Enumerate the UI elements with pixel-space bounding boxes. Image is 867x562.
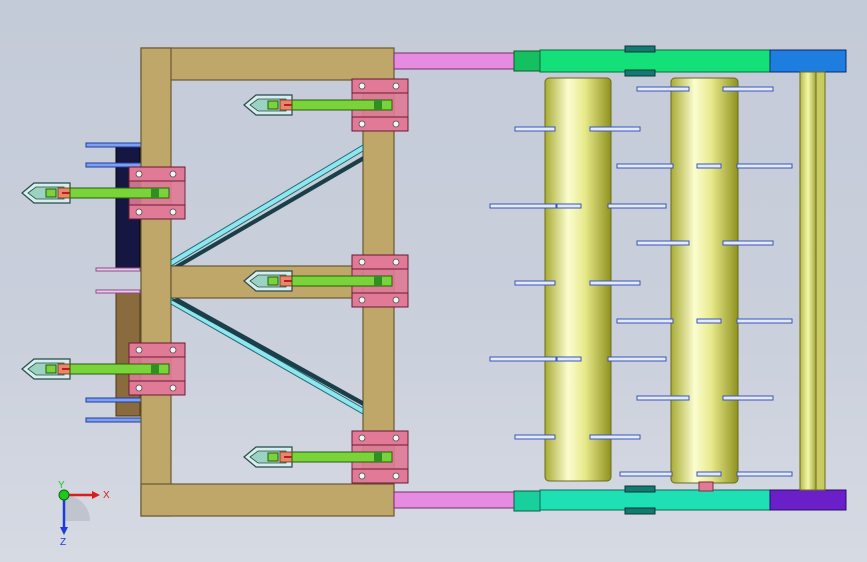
roller-blade	[636, 240, 690, 246]
roller-left	[544, 77, 612, 482]
roller-shaft	[698, 481, 714, 492]
bolt-hole-icon	[358, 82, 366, 90]
roller-blade	[589, 126, 641, 132]
roller-blade	[616, 163, 674, 169]
bolt-hole-icon	[392, 434, 400, 442]
roller-blade	[696, 163, 722, 169]
roller-blade	[607, 203, 667, 209]
bolt-hole-icon	[358, 296, 366, 304]
roller-blade	[636, 395, 690, 401]
roller-blade	[489, 356, 557, 362]
roller-blade	[514, 280, 556, 286]
tine-assembly	[21, 166, 186, 220]
roller-blade	[514, 126, 556, 132]
bolt-hole-icon	[392, 120, 400, 128]
roller-blade	[636, 86, 690, 92]
diagonal-braces	[170, 144, 364, 415]
tine-assemblies	[21, 78, 409, 484]
bolt-hole-icon	[358, 258, 366, 266]
tine-assembly	[21, 342, 186, 396]
bottom-pink-link	[393, 491, 517, 509]
roller-blade	[616, 318, 674, 324]
bolt-hole-icon	[358, 472, 366, 480]
bolt-hole-icon	[358, 120, 366, 128]
bottom-roller-beam	[513, 485, 847, 515]
bolt-hole-icon	[135, 170, 143, 178]
bolt-hole-icon	[392, 82, 400, 90]
bolt-hole-icon	[135, 346, 143, 354]
z-axis-label: Z	[60, 537, 66, 548]
roller-blade	[489, 203, 557, 209]
bolt-hole-icon	[392, 296, 400, 304]
roller-blade	[607, 356, 667, 362]
tine-assembly	[243, 78, 409, 132]
roller-blade	[619, 471, 673, 477]
roller-blade	[736, 471, 793, 477]
right-posts	[799, 71, 826, 491]
top-pink-link	[393, 52, 517, 70]
z-arrow-head-icon	[60, 527, 68, 535]
roller-blade	[696, 471, 722, 477]
bolt-hole-icon	[135, 384, 143, 392]
roller-blade	[556, 203, 582, 209]
main-frame	[140, 47, 395, 517]
roller-blades	[489, 86, 793, 477]
roller-blade	[589, 434, 641, 440]
roller-blade	[696, 318, 722, 324]
tine-assembly	[243, 254, 409, 308]
bolt-hole-icon	[169, 346, 177, 354]
x-axis-label: X	[103, 490, 110, 501]
roller-blade	[736, 163, 793, 169]
roller-blade	[722, 240, 774, 246]
roller-blade	[589, 280, 641, 286]
bolt-hole-icon	[392, 258, 400, 266]
x-arrow-head-icon	[92, 491, 100, 499]
top-roller-beam	[513, 45, 847, 77]
tine-assembly	[243, 430, 409, 484]
roller-blade	[736, 318, 793, 324]
bolt-hole-icon	[392, 472, 400, 480]
bolt-hole-icon	[135, 208, 143, 216]
roller-right	[670, 77, 739, 484]
roller-blade	[722, 86, 774, 92]
y-axis-label: Y	[58, 480, 65, 491]
bolt-hole-icon	[169, 170, 177, 178]
roller-blade	[556, 356, 582, 362]
axis-triad: X Y Z	[58, 480, 110, 548]
bolt-hole-icon	[169, 208, 177, 216]
roller-blade	[514, 434, 556, 440]
bolt-hole-icon	[169, 384, 177, 392]
bolt-hole-icon	[358, 434, 366, 442]
y-axis-dot-icon	[58, 489, 70, 501]
roller-blade	[722, 395, 774, 401]
